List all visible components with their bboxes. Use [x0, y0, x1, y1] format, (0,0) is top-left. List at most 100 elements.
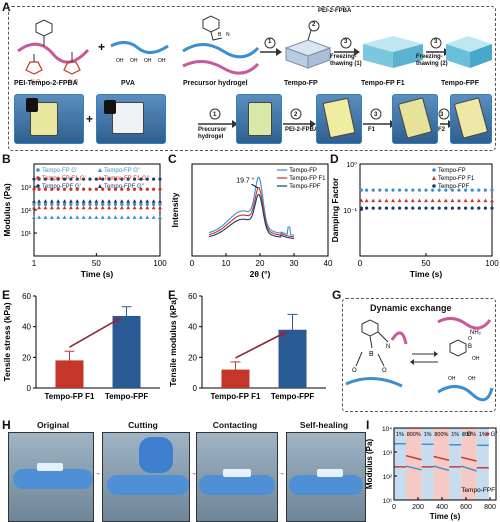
data-point — [391, 198, 395, 203]
strain-label: 1% — [424, 432, 432, 438]
data-point — [107, 199, 112, 203]
x-axis-label: Time (s) — [430, 512, 461, 521]
data-point — [411, 206, 415, 210]
legend-entry: Tempo-FP F1 G'' — [104, 176, 149, 182]
category-label: Tempo-FP F1 — [45, 392, 95, 401]
data-point — [431, 206, 435, 210]
label-precursor: Precursor hydrogel — [183, 80, 248, 87]
svg-text:OH: OH — [144, 58, 152, 64]
y-tick-label: 10¹ — [21, 231, 32, 238]
x-tick-label: 20 — [256, 259, 265, 268]
panel-e-label: E — [2, 288, 11, 302]
legend-entry: Tempo-FP — [289, 168, 317, 174]
data-point — [364, 198, 369, 203]
y-tick-label: 10¹ — [383, 498, 393, 505]
data-point — [113, 199, 118, 203]
data-point — [49, 215, 54, 219]
data-point — [138, 199, 143, 203]
data-point — [32, 199, 36, 203]
data-point — [43, 199, 48, 203]
strain-band — [421, 428, 434, 500]
x-tick-label: 30 — [290, 259, 299, 268]
legend-marker — [432, 168, 436, 172]
label-tempo-fp-f1: Tempo-FP F1 — [361, 80, 405, 87]
data-point — [62, 187, 67, 191]
gprime-segment — [433, 465, 450, 472]
data-point — [68, 215, 73, 219]
data-point — [145, 187, 149, 191]
data-point — [50, 202, 54, 207]
data-point — [398, 206, 402, 210]
svg-text:N-O: N-O — [69, 79, 78, 85]
data-point — [126, 202, 130, 207]
legend-entry: Tempo-FPF G'' — [104, 184, 144, 190]
strain-band — [461, 428, 477, 500]
free-pva-icon: OH OH — [437, 376, 494, 402]
data-point — [158, 202, 162, 207]
x-tick-label: 0 — [392, 504, 396, 511]
data-point — [145, 215, 150, 219]
legend-entry: Tempo-FP G' — [42, 168, 77, 174]
bottom-step-1-num: 1 — [213, 112, 217, 118]
data-point — [81, 215, 86, 219]
data-point — [43, 177, 48, 181]
gel-sample-icon — [317, 469, 343, 477]
data-point — [107, 205, 112, 210]
x-tick-label: 0 — [358, 259, 363, 268]
data-point — [56, 215, 61, 219]
data-point — [476, 198, 481, 203]
data-point — [158, 215, 162, 219]
strain-band — [433, 428, 450, 500]
bar — [55, 360, 84, 388]
data-point — [120, 202, 124, 207]
gdoubleprime-segment — [433, 455, 450, 462]
data-point — [56, 199, 61, 203]
svg-text:OH: OH — [448, 376, 456, 382]
y-tick-label: 10³ — [383, 450, 393, 457]
data-point — [75, 202, 79, 207]
strain-label: 1% — [451, 432, 459, 438]
vial-photo-2-icon — [112, 102, 144, 134]
panel-g-label: G — [332, 288, 342, 302]
data-point — [56, 187, 60, 191]
x-axis-label: Time (s) — [410, 269, 443, 279]
data-point — [391, 206, 395, 210]
tempo-fp-gel-icon — [284, 20, 332, 69]
data-point — [100, 199, 105, 203]
data-point — [145, 177, 149, 181]
data-point — [443, 198, 448, 203]
data-point — [138, 205, 143, 210]
y-tick-label: 20 — [188, 353, 197, 362]
data-point — [371, 206, 375, 210]
photo-plus: + — [86, 112, 94, 126]
data-point — [94, 215, 99, 219]
legend-entry: Tempo-FP F1 G' — [42, 176, 86, 182]
data-point — [437, 206, 441, 210]
data-point — [113, 202, 118, 207]
data-point — [32, 215, 36, 219]
svg-text:OH: OH — [472, 356, 480, 362]
data-point — [417, 188, 421, 192]
data-point — [138, 215, 143, 219]
data-point — [94, 205, 99, 210]
x-tick-label: 1 — [32, 259, 37, 268]
y-axis-label: Tensile stress (kPa) — [2, 302, 12, 381]
dynamic-exchange-diagram: B N O O NH₂ B OH O OH OH — [345, 317, 494, 402]
panel-f-label: F — [168, 288, 176, 302]
data-point — [43, 187, 48, 191]
caption-self-healing: Self-healing — [299, 420, 349, 430]
data-point — [378, 206, 382, 210]
data-point — [158, 187, 162, 191]
svg-text:N: N — [386, 344, 390, 350]
label-tempo-fpf: Tempo-FPF — [441, 80, 479, 87]
data-point — [62, 177, 67, 181]
svg-text:O: O — [352, 368, 357, 374]
data-point — [145, 202, 149, 207]
data-point — [69, 177, 73, 181]
legend-entry: Tempo-FP — [438, 168, 466, 174]
caption-contacting: Contacting — [212, 420, 258, 430]
data-point — [371, 198, 376, 203]
data-point — [132, 187, 137, 191]
